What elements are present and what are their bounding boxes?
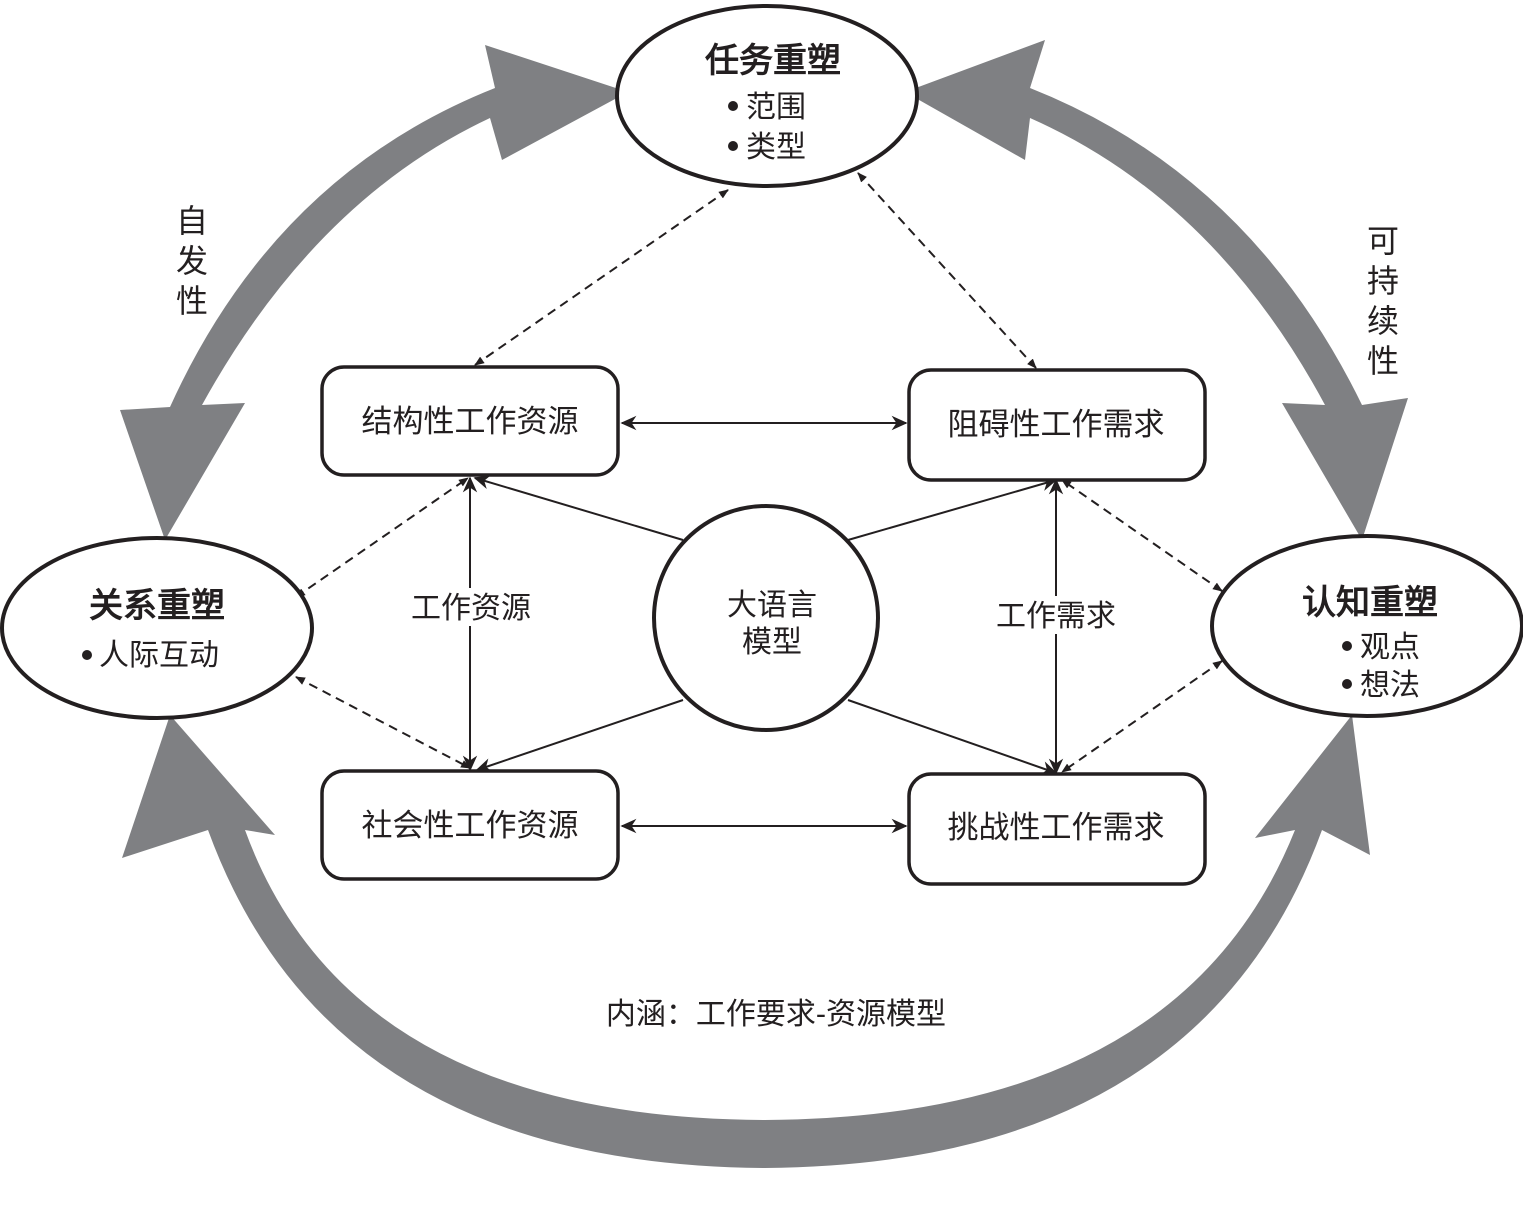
cycle-label-left-char-0: 自 — [176, 202, 208, 240]
footer-caption: 内涵：工作要求-资源模型 — [606, 997, 946, 1032]
box-social-resources-label: 社会性工作资源 — [362, 808, 579, 844]
dashed-task-hindrance — [857, 172, 1037, 369]
cycle-arrows — [120, 40, 1408, 1168]
arrow-llm-social — [475, 699, 684, 773]
cycle-label-right: 可 持 续 性 — [1367, 222, 1399, 380]
node-llm-line-1: 模型 — [742, 625, 802, 660]
cycle-arrow-bottom — [122, 715, 1370, 1168]
bullet-icon — [728, 101, 738, 111]
axis-label-resources-group: 工作资源 — [405, 588, 537, 626]
box-hindrance-demands: 阻碍性工作需求 — [907, 368, 1207, 482]
node-task-crafting: 任务重塑 范围 类型 — [615, 4, 919, 188]
axis-label-demands: 工作需求 — [996, 599, 1116, 634]
cycle-label-left: 自 发 性 — [176, 202, 208, 320]
box-challenge-demands-label: 挑战性工作需求 — [948, 810, 1165, 846]
dashed-connectors — [295, 172, 1223, 773]
box-social-resources: 社会性工作资源 — [320, 769, 620, 881]
box-structural-resources-label: 结构性工作资源 — [362, 404, 579, 440]
bullet-icon — [1342, 641, 1352, 651]
node-cognitive-item-1: 想法 — [1360, 668, 1420, 703]
arrow-llm-structural — [473, 475, 684, 541]
node-cognitive-title: 认知重塑 — [1302, 583, 1438, 623]
cycle-arrow-left-upper — [120, 45, 628, 540]
dashed-cognitive-hindrance — [1061, 479, 1223, 592]
node-relation-item-0: 人际互动 — [99, 638, 219, 673]
node-llm: 大语言 模型 — [652, 504, 880, 732]
axis-label-demands-group: 工作需求 — [990, 596, 1122, 634]
box-hindrance-demands-label: 阻碍性工作需求 — [948, 407, 1165, 443]
cycle-label-right-char-2: 续 — [1367, 302, 1399, 340]
node-task-item-1: 类型 — [746, 130, 806, 165]
bullet-icon — [1342, 679, 1352, 689]
node-cognitive-crafting: 认知重塑 观点 想法 — [1210, 534, 1523, 718]
dashed-relation-social — [295, 676, 471, 769]
cycle-label-right-char-1: 持 — [1367, 262, 1399, 300]
arrow-llm-challenge — [847, 699, 1058, 776]
box-challenge-demands: 挑战性工作需求 — [907, 772, 1207, 886]
dashed-relation-structural — [295, 477, 469, 598]
node-cognitive-item-0: 观点 — [1360, 630, 1420, 665]
box-structural-resources: 结构性工作资源 — [320, 365, 620, 477]
node-task-title: 任务重塑 — [705, 41, 841, 81]
cycle-label-left-char-2: 性 — [176, 282, 208, 320]
bullet-icon — [82, 650, 92, 660]
cycle-label-right-char-3: 性 — [1367, 342, 1399, 380]
cycle-label-right-char-0: 可 — [1367, 222, 1399, 260]
bullet-icon — [728, 141, 738, 151]
node-relation-crafting: 关系重塑 人际互动 — [0, 536, 314, 720]
dashed-cognitive-challenge — [1061, 660, 1223, 773]
node-task-item-0: 范围 — [746, 90, 806, 125]
dashed-task-structural — [474, 189, 729, 366]
cycle-label-left-char-1: 发 — [176, 242, 208, 280]
node-llm-line-0: 大语言 — [727, 588, 817, 623]
axis-label-resources: 工作资源 — [411, 591, 531, 626]
arrow-llm-hindrance — [847, 477, 1058, 541]
cycle-arrow-right-upper — [905, 40, 1408, 540]
node-relation-title: 关系重塑 — [89, 586, 225, 626]
